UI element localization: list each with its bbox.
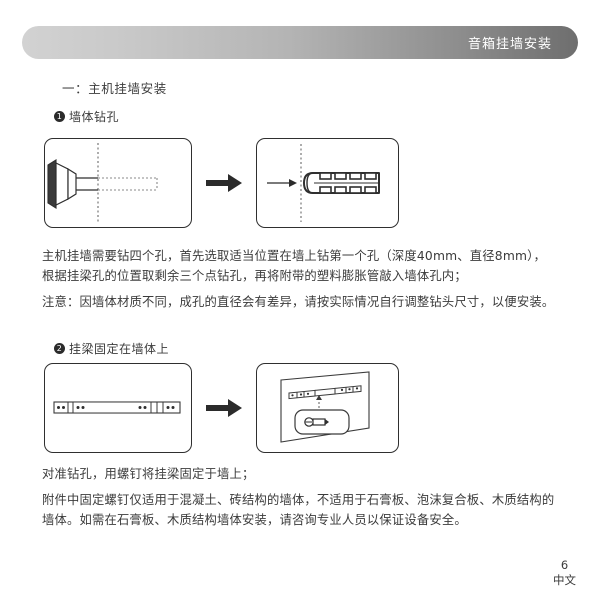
paragraph-bracket-instructions: 对准钻孔，用螺钉将挂梁固定于墙上；: [42, 467, 255, 481]
step-1-label: 墙体钻孔: [69, 110, 120, 124]
arrow-gap-2: [192, 397, 256, 419]
anchor-rib: [319, 186, 332, 194]
drill-collar: [67, 167, 77, 201]
insert-arrow-head: [289, 179, 297, 187]
bracket-hole: [166, 406, 170, 409]
anchor-rib: [364, 172, 377, 180]
footer-language: 中文: [553, 573, 576, 587]
bracket-hole: [57, 406, 60, 409]
figure-mounting-bracket: [44, 363, 192, 453]
screw-detail: [304, 417, 329, 427]
screw-thread: [312, 418, 326, 426]
anchor-rib: [334, 172, 347, 180]
callout-leader-arrow: [316, 395, 322, 400]
wall-bracket: [288, 385, 362, 400]
bracket-hole: [171, 406, 175, 409]
anchor-rib: [334, 186, 347, 194]
arrow-gap-1: [192, 172, 256, 194]
drill-cap: [47, 159, 57, 209]
figure-drill-into-wall: [44, 138, 192, 228]
figure-step-1: [44, 138, 399, 228]
step-2-heading: 2 挂梁固定在墙体上: [54, 340, 169, 357]
wall-bracket-holes: [291, 387, 359, 397]
step-number-badge: 2: [54, 343, 65, 354]
step-1-heading: 1 墙体钻孔: [54, 108, 119, 125]
bracket-hole: [138, 406, 142, 409]
anchor-rib: [349, 172, 362, 180]
wall-anchor-illustration: [267, 144, 380, 222]
bracket-hole: [62, 406, 65, 409]
page-footer: 6 中文: [553, 558, 576, 588]
figure-bracket-on-wall: [256, 363, 399, 453]
drill-body: [55, 162, 69, 206]
section-title: 一：主机挂墙安装: [62, 81, 167, 96]
figure-step-2: [44, 363, 399, 453]
bracket-hole: [76, 406, 80, 409]
page-header-bar: 音箱挂墙安装: [22, 26, 578, 59]
step-number-badge: 1: [54, 111, 65, 122]
paragraph-anchor-instructions: 根据挂梁孔的位置取剩余三个点钻孔，再将附带的塑料膨胀管敲入墙体孔内；: [42, 269, 467, 283]
page-header-title: 音箱挂墙安装: [467, 37, 552, 52]
arrow-right-icon: [206, 399, 242, 417]
paragraph-drill-note: 注意：因墙体材质不同，成孔的直径会有差异，请按实际情况自行调整钻头尺寸，以便安装…: [42, 295, 555, 309]
anchor-rib: [364, 186, 377, 194]
paragraph-screw-warning: 附件中固定螺钉仅适用于混凝土、砖结构的墙体，不适用于石膏板、泡沫复合板、木质结构…: [42, 493, 555, 527]
figure-wall-anchor-insert: [256, 138, 399, 228]
drill-into-wall-illustration: [47, 143, 158, 223]
mounting-bracket-illustration: [53, 401, 181, 414]
bracket-hole: [143, 406, 147, 409]
screw-tip: [325, 419, 329, 425]
anchor-rib: [349, 186, 362, 194]
step-2-label: 挂梁固定在墙体上: [69, 342, 170, 356]
bracket-hole: [81, 406, 85, 409]
bracket-on-wall-illustration: [280, 371, 370, 443]
arrow-right-icon: [206, 174, 242, 192]
page-number: 6: [560, 558, 569, 572]
anchor-nose-line: [306, 172, 314, 194]
paragraph-drill-instructions: 主机挂墙需要钻四个孔，首先选取适当位置在墙上钻第一个孔（深度40mm、直径8mm…: [42, 249, 547, 263]
anchor-rib: [319, 172, 332, 180]
